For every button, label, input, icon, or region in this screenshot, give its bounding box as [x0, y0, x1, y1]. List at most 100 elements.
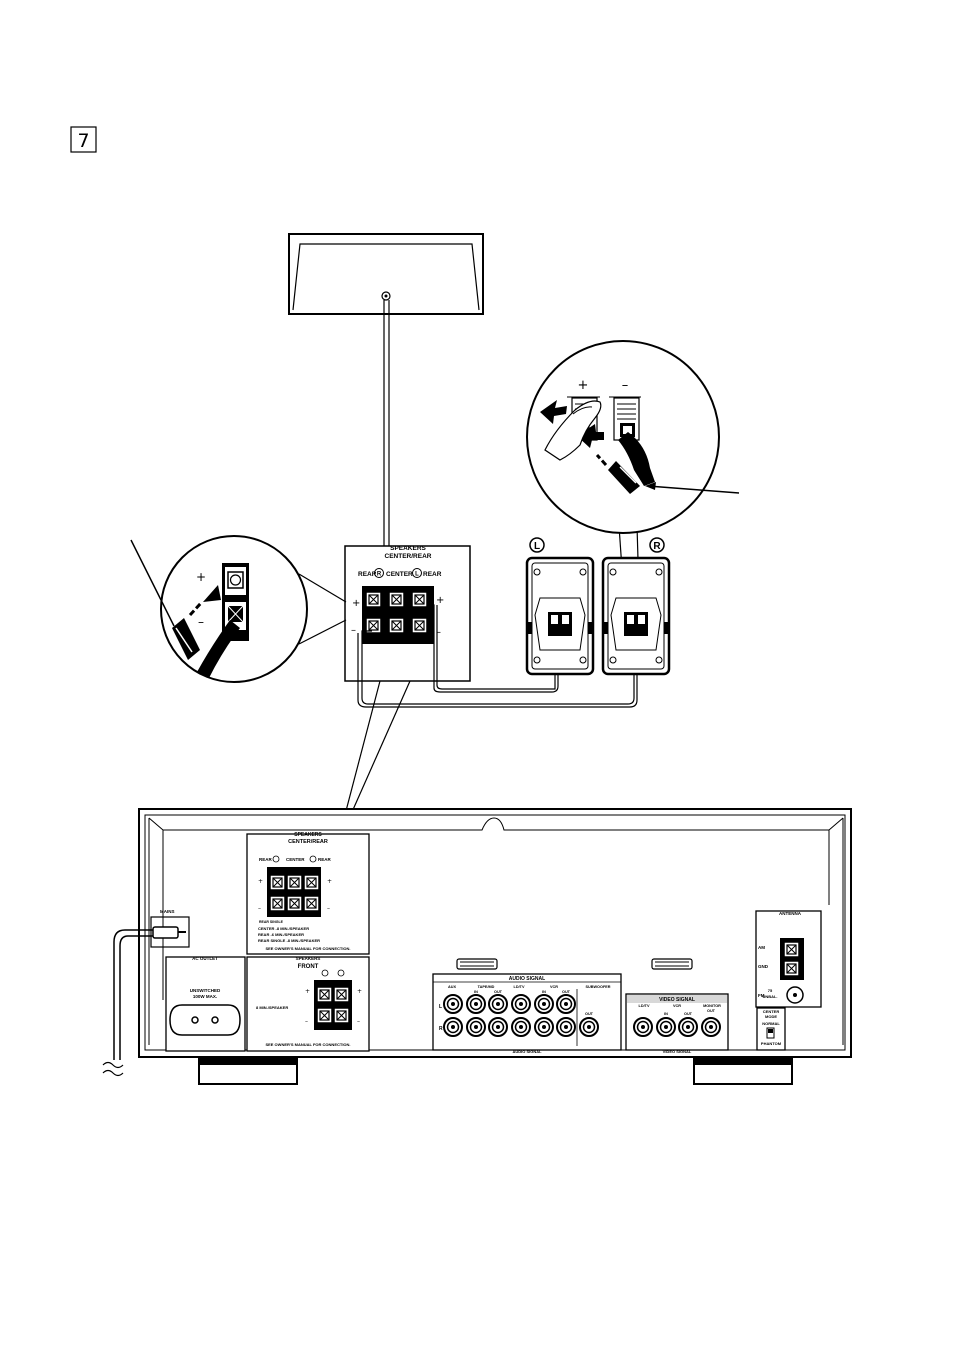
rcv-fm: FM — [758, 993, 765, 998]
black-terminal-clip — [613, 397, 640, 441]
terminal-center-minus[interactable] — [388, 617, 405, 634]
svg-text:–: – — [327, 905, 330, 912]
antenna-am-terminal[interactable] — [783, 941, 800, 958]
rcv-see-manual-2: SEE OWNER'S MANUAL FOR CONNECTION. — [265, 1042, 350, 1047]
step-number-box: 7 — [70, 126, 97, 153]
rca-video-vcr-out[interactable] — [678, 1017, 698, 1037]
rcv-ohm-1: 75 — [768, 988, 773, 993]
rcv-sp-title2: CENTER/REAR — [288, 839, 328, 845]
rcv-term-2[interactable] — [286, 874, 303, 891]
badge-l: L — [415, 572, 419, 578]
mains-power-cord: MAINS — [102, 909, 190, 1077]
rcv-term-1[interactable] — [269, 874, 286, 891]
rcv-sp-rear-l: REAR — [318, 857, 332, 862]
rca-ldtv-l[interactable] — [511, 994, 531, 1014]
rcv-center-mode-1: CENTER — [763, 1009, 780, 1014]
rca-video-ldtv[interactable] — [633, 1017, 653, 1037]
label-rear-l: REAR — [423, 571, 442, 578]
ac-outlet: AC OUTLET UNSWITCHED 100W MAX. — [165, 956, 246, 1052]
label-center: CENTER — [386, 571, 413, 578]
rear-speaker-cables — [357, 604, 638, 708]
svg-text:R: R — [439, 1026, 443, 1032]
center-mode-switch: CENTER MODE NORMAL PHANTOM — [756, 1007, 786, 1051]
receiver-speaker-front: SPEAKERS FRONT + + – – 8 MIN./SPEAKER SE… — [246, 956, 370, 1052]
receiver-speaker-center-rear: SPEAKERS CENTER/REAR REAR CENTER REAR + … — [246, 832, 370, 955]
terminal-rear-r-plus[interactable] — [365, 591, 382, 608]
rca-tape-in-r[interactable] — [466, 1017, 486, 1037]
zoom-circle-speaker-terminal: + – — [526, 340, 720, 534]
rcv-front-term-2[interactable] — [333, 986, 350, 1003]
rca-vcr-in-r[interactable] — [534, 1017, 554, 1037]
rcv-unswitched-2: 100W MAX. — [193, 994, 217, 999]
audio-signal-block: AUDIO SIGNAL AUX TAPE/MD LD/TV VCR SUBWO… — [432, 958, 622, 1054]
terminal-rear-l-plus[interactable] — [411, 591, 428, 608]
rca-vcr-out-l[interactable] — [556, 994, 576, 1014]
rcv-v-out: OUT — [684, 1012, 693, 1016]
receiver-feet — [198, 1056, 793, 1085]
rcv-antenna: ANTENNA — [779, 911, 802, 916]
rcv-sp-title1: SPEAKERS — [294, 832, 322, 838]
rcv-video-signal-bottom: VIDEO SIGNAL — [663, 1049, 692, 1054]
rca-ldtv-r[interactable] — [511, 1017, 531, 1037]
panel-minus-right: – — [436, 627, 441, 638]
rcv-term-6[interactable] — [303, 895, 320, 912]
panel-title-speakers: SPEAKERS — [390, 545, 426, 552]
step-number: 7 — [77, 130, 89, 152]
svg-text:+: + — [258, 878, 263, 885]
rcv-out-1: OUT — [494, 990, 503, 994]
svg-text:–: – — [258, 905, 261, 912]
zoom-left-plus: + — [196, 570, 206, 584]
terminal-center-plus[interactable] — [388, 591, 405, 608]
rcv-v-ld-tv: LD/TV — [639, 1004, 650, 1008]
rear-left-badge: L — [534, 541, 540, 552]
rcv-v-vcr: VCR — [673, 1004, 681, 1008]
rcv-gnd: GND — [758, 964, 769, 969]
zoom-right-minus: – — [622, 378, 629, 393]
antenna-gnd-terminal[interactable] — [783, 960, 800, 977]
rcv-imp-rear-single: REAR SINGLE -8 MIN./SPEAKER — [258, 938, 320, 943]
rca-vcr-out-r[interactable] — [556, 1017, 576, 1037]
rcv-front-term-1[interactable] — [316, 986, 333, 1003]
rcv-imp-rear: REAR -6 MIN./SPEAKER — [258, 932, 304, 937]
rear-right-badge: R — [653, 541, 661, 552]
rca-aux-r[interactable] — [443, 1017, 463, 1037]
rcv-audio-signal: AUDIO SIGNAL — [509, 976, 545, 982]
rca-aux-l[interactable] — [443, 994, 463, 1014]
rcv-v-mon-out: OUT — [707, 1009, 716, 1013]
rca-tape-out-r[interactable] — [488, 1017, 508, 1037]
left-wire-end — [172, 618, 200, 660]
rcv-term-4[interactable] — [269, 895, 286, 912]
rcv-ld-tv: LD/TV — [514, 985, 525, 989]
rcv-aux: AUX — [448, 985, 456, 989]
black-wire-end — [608, 461, 640, 494]
rcv-front-term-3[interactable] — [316, 1007, 333, 1024]
badge-r: R — [377, 572, 382, 578]
label-rear-r: REAR — [358, 571, 377, 578]
rca-video-vcr-in[interactable] — [656, 1017, 676, 1037]
zoom-circle-terminal-panel: + – — [160, 535, 347, 683]
left-black-wire — [197, 620, 240, 678]
rcv-phantom: PHANTOM — [761, 1041, 782, 1046]
rca-tape-out-l[interactable] — [488, 994, 508, 1014]
speaker-terminal-panel: SPEAKERS CENTER/REAR REAR R CENTER L REA… — [344, 545, 471, 682]
rca-subwoofer-out[interactable] — [579, 1017, 599, 1037]
rcv-subwoofer: SUBWOOFER — [585, 985, 610, 989]
video-signal-block: VIDEO SIGNAL LD/TV VCR MONITOR IN OUT OU… — [625, 958, 729, 1054]
rcv-imp-center: CENTER -8 MIN./SPEAKER — [258, 926, 309, 931]
panel-plus-left: + — [352, 598, 360, 609]
rca-tape-in-l[interactable] — [466, 994, 486, 1014]
terminal-rear-l-minus[interactable] — [411, 617, 428, 634]
rcv-rear-single: REAR SINGLE — [259, 920, 284, 924]
rcv-term-3[interactable] — [303, 874, 320, 891]
rcv-vcr: VCR — [550, 985, 558, 989]
svg-text:–: – — [357, 1018, 360, 1025]
zoom-guide-lines — [340, 680, 411, 831]
left-insert-arrow — [203, 585, 221, 602]
rcv-front-term-4[interactable] — [333, 1007, 350, 1024]
rca-vcr-in-l[interactable] — [534, 994, 554, 1014]
rcv-video-signal: VIDEO SIGNAL — [659, 997, 695, 1003]
rcv-sp-rear-r: REAR — [259, 857, 273, 862]
rca-video-monitor-out[interactable] — [701, 1017, 721, 1037]
rcv-term-5[interactable] — [286, 895, 303, 912]
